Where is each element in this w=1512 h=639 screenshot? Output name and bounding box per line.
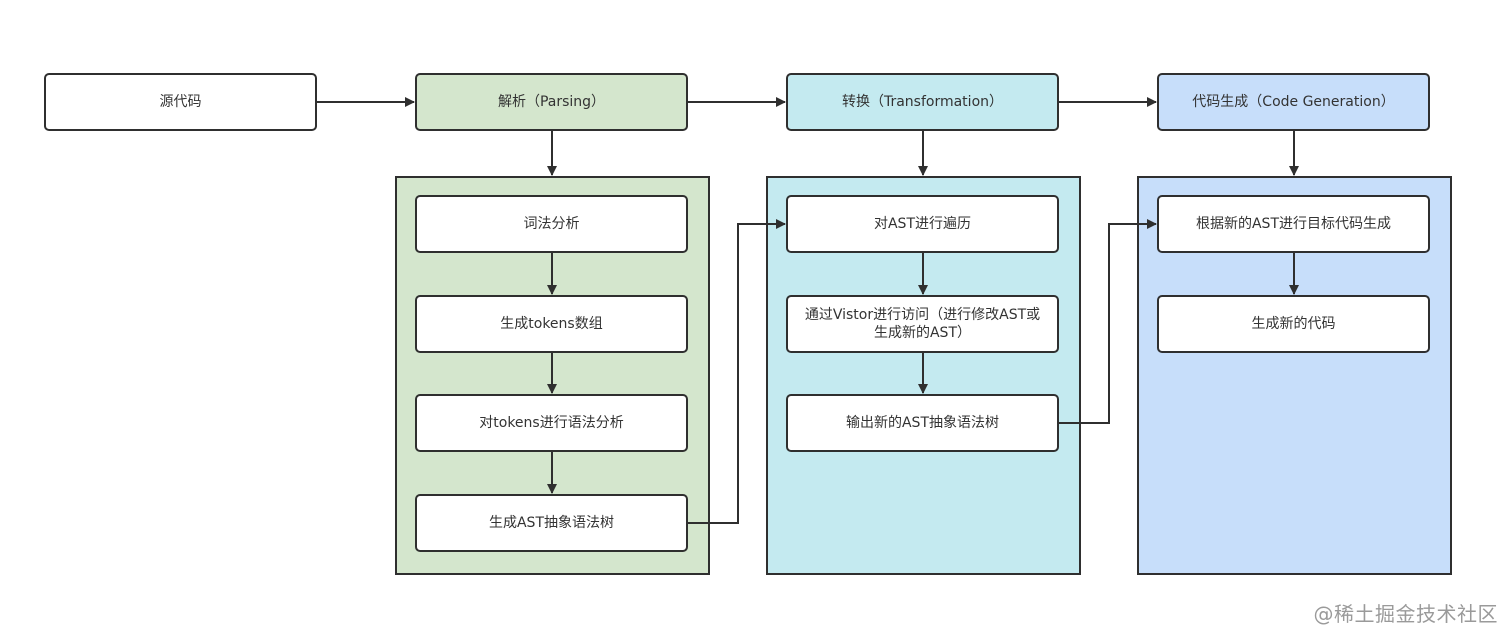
watermark: @稀土掘金技术社区 bbox=[1313, 602, 1498, 626]
generation-stage-node: 代码生成（Code Generation） bbox=[1157, 73, 1430, 131]
arrow-ast-to-traverse bbox=[688, 219, 786, 524]
transformation-step-visitor: 通过Vistor进行访问（进行修改AST或生成新的AST） bbox=[786, 295, 1059, 353]
parsing-stage-label: 解析（Parsing） bbox=[497, 94, 606, 110]
parsing-step-label: 生成AST抽象语法树 bbox=[488, 515, 614, 531]
parsing-step-label: 生成tokens数组 bbox=[500, 316, 603, 332]
generation-stage-label: 代码生成（Code Generation） bbox=[1192, 94, 1395, 110]
generation-step-label: 生成新的代码 bbox=[1251, 316, 1336, 332]
parsing-step-label: 对tokens进行语法分析 bbox=[479, 415, 624, 431]
generation-step-label: 根据新的AST进行目标代码生成 bbox=[1195, 216, 1391, 232]
parsing-step-lexical: 词法分析 bbox=[415, 195, 688, 253]
transformation-step-traverse: 对AST进行遍历 bbox=[786, 195, 1059, 253]
transformation-step-label: 输出新的AST抽象语法树 bbox=[845, 415, 999, 431]
source-code-node: 源代码 bbox=[44, 73, 317, 131]
parsing-step-ast: 生成AST抽象语法树 bbox=[415, 494, 688, 552]
transformation-step-output: 输出新的AST抽象语法树 bbox=[786, 394, 1059, 452]
parsing-stage-node: 解析（Parsing） bbox=[415, 73, 688, 131]
generation-step-target: 根据新的AST进行目标代码生成 bbox=[1157, 195, 1430, 253]
parsing-step-label: 词法分析 bbox=[523, 216, 580, 232]
transformation-step-label: 对AST进行遍历 bbox=[873, 216, 971, 232]
source-code-label: 源代码 bbox=[159, 94, 202, 110]
generation-step-new-code: 生成新的代码 bbox=[1157, 295, 1430, 353]
parsing-step-syntax: 对tokens进行语法分析 bbox=[415, 394, 688, 452]
transformation-stage-node: 转换（Transformation） bbox=[786, 73, 1059, 131]
transformation-step-label: 通过Vistor进行访问（进行修改AST或生成新的AST） bbox=[804, 307, 1041, 341]
arrow-newast-to-codegen bbox=[1059, 219, 1157, 424]
parsing-step-tokens: 生成tokens数组 bbox=[415, 295, 688, 353]
transformation-stage-label: 转换（Transformation） bbox=[841, 94, 1004, 110]
